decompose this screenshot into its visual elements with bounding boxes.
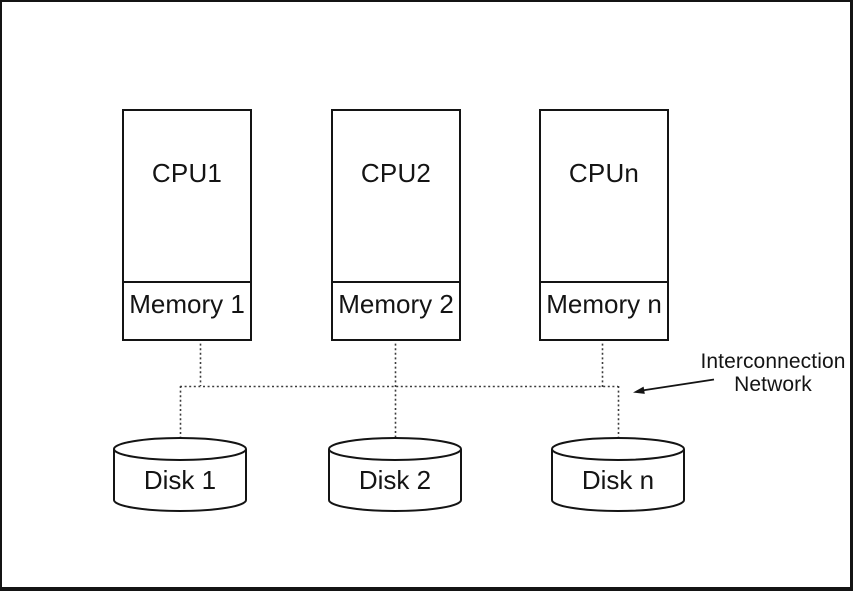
memory-label-1: Memory 1 [129,288,245,319]
cpu-box-n: CPUn [541,111,667,281]
memory-box-1: Memory 1 [124,281,250,339]
disk-label-1: Disk 1 [143,465,217,495]
cpu-box-1: CPU1 [124,111,250,281]
memory-box-n: Memory n [541,281,667,339]
cpu-label-1: CPU1 [151,157,223,188]
node-box-2: CPU2 Memory 2 [331,109,461,341]
annotation-line2: Network [734,373,812,396]
memory-box-2: Memory 2 [333,281,459,339]
cpu-label-2: CPU2 [360,157,432,188]
memory-label-2: Memory 2 [338,288,454,319]
disk-label-n: Disk n [581,465,655,495]
memory-label-n: Memory n [546,288,662,319]
disk-cylinder-1 [113,437,247,512]
disk-label-2: Disk 2 [358,465,432,495]
disk-cylinder-n [551,437,685,512]
cpu-label-n: CPUn [568,157,640,188]
cpu-box-2: CPU2 [333,111,459,281]
annotation-line1: Interconnection [700,350,846,373]
node-box-n: CPUn Memory n [539,109,669,341]
annotation-arrow-shaft [641,378,715,392]
interconnection-network-label: Interconnection Network [694,350,850,396]
annotation-arrow [633,378,715,394]
disk-cylinder-2 [328,437,462,512]
node-box-1: CPU1 Memory 1 [122,109,252,341]
annotation-arrow-head [633,386,645,394]
